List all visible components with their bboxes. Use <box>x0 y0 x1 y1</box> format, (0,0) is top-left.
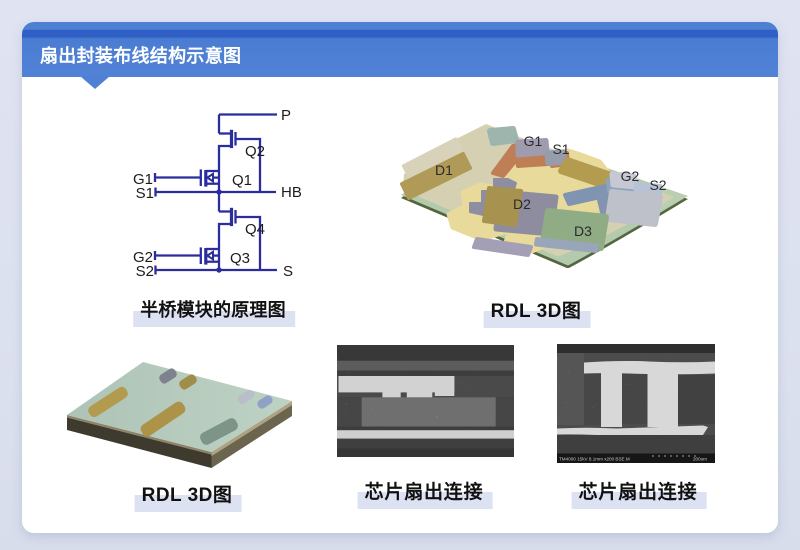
svg-text:G2: G2 <box>621 168 640 184</box>
svg-text:G1: G1 <box>524 133 543 149</box>
svg-text:TM4000 15kV 8.1mm x200 BSE M: TM4000 15kV 8.1mm x200 BSE M <box>559 457 630 462</box>
svg-text:S2: S2 <box>136 263 154 280</box>
svg-text:D3: D3 <box>574 223 592 239</box>
svg-text:S1: S1 <box>552 141 569 157</box>
svg-text:Q3: Q3 <box>230 250 250 267</box>
svg-text:S: S <box>283 263 293 280</box>
svg-text:D1: D1 <box>435 162 453 178</box>
svg-text:200um: 200um <box>693 457 707 462</box>
svg-text:S2: S2 <box>649 177 666 193</box>
svg-text:G2: G2 <box>133 249 153 266</box>
svg-text:Q2: Q2 <box>245 143 265 160</box>
svg-text:S1: S1 <box>136 185 154 202</box>
svg-text:HB: HB <box>281 184 302 201</box>
svg-text:Q1: Q1 <box>232 172 252 189</box>
svg-text:G1: G1 <box>133 171 153 188</box>
svg-text:P: P <box>281 107 291 124</box>
svg-text:Q4: Q4 <box>245 221 265 238</box>
svg-text:D2: D2 <box>513 196 531 212</box>
